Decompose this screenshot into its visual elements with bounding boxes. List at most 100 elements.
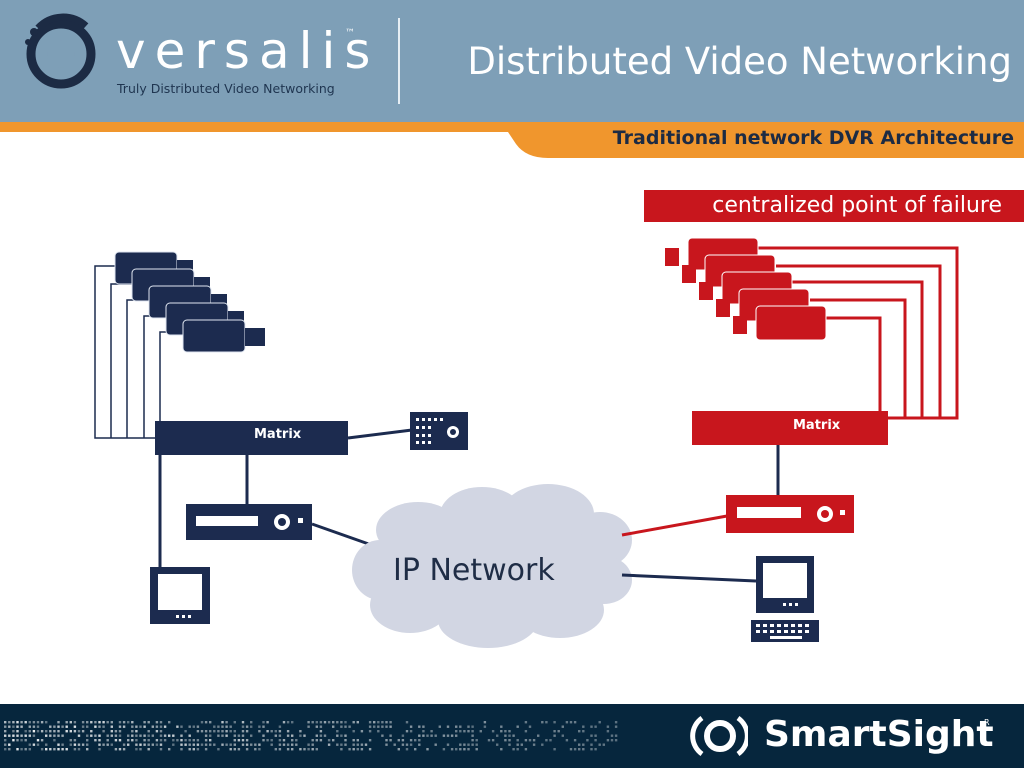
footer-dot xyxy=(299,734,302,737)
header-band: versalis ™ Truly Distributed Video Netwo… xyxy=(0,0,1024,122)
footer-dot xyxy=(516,743,519,746)
footer-dot xyxy=(315,734,318,737)
footer-dot xyxy=(422,734,425,737)
footer-dot xyxy=(266,739,269,742)
footer-dot xyxy=(143,721,146,724)
footer-dot xyxy=(614,725,618,728)
footer-dot xyxy=(118,748,122,751)
footer-dot xyxy=(139,743,142,746)
footer-dot xyxy=(135,748,138,751)
footer-dot xyxy=(340,734,343,737)
footer-dot xyxy=(344,739,347,742)
footer-dot xyxy=(188,725,191,728)
footer-dot xyxy=(143,734,146,737)
footer-dot xyxy=(118,734,122,737)
footer-dot xyxy=(217,734,220,737)
footer-dot xyxy=(332,725,335,728)
footer-dot xyxy=(98,743,101,746)
footer-dot xyxy=(250,743,253,746)
footer-dot xyxy=(155,725,159,728)
footer-dot xyxy=(368,730,372,733)
footer-dot xyxy=(213,743,216,746)
footer-dot xyxy=(151,743,154,746)
footer-dot xyxy=(303,748,306,751)
footer-dot xyxy=(90,734,93,737)
footer-dot xyxy=(77,730,81,733)
footer-dot xyxy=(184,730,187,733)
footer-dot xyxy=(299,748,302,751)
footer-dot xyxy=(213,730,216,733)
footer-dot xyxy=(442,748,446,751)
footer-dot xyxy=(541,743,544,746)
footer-dot xyxy=(237,748,241,751)
footer-dot xyxy=(442,734,446,737)
footer-dot xyxy=(336,721,339,724)
footer-dot xyxy=(159,734,163,737)
footer-dot xyxy=(467,748,470,751)
footer-dot xyxy=(553,721,556,724)
footer-dot xyxy=(53,725,56,728)
footer-dot xyxy=(86,748,89,751)
footer-dot xyxy=(344,721,347,724)
footer-dot xyxy=(131,734,134,737)
footer-dot xyxy=(131,725,134,728)
footer-dot xyxy=(418,725,421,728)
footer-dot xyxy=(594,739,597,742)
footer-dot xyxy=(135,725,138,728)
footer-dot xyxy=(188,739,191,742)
footer-dot xyxy=(352,739,355,742)
footer-dot xyxy=(352,748,355,751)
footer-dot xyxy=(241,721,245,724)
footer-dot xyxy=(524,730,528,733)
footer-dot xyxy=(69,721,72,724)
footer-dot xyxy=(262,721,265,724)
footer-dot xyxy=(385,739,388,742)
footer-dot xyxy=(102,721,105,724)
footer-dot xyxy=(405,748,409,751)
footer-dot xyxy=(90,721,93,724)
footer-dot xyxy=(356,748,359,751)
footer-dot xyxy=(262,734,265,737)
footer-dot xyxy=(114,734,118,737)
footer-dot xyxy=(225,721,228,724)
footer-dot xyxy=(16,748,19,751)
footer-dot xyxy=(110,730,113,733)
footer-dot xyxy=(24,721,27,724)
footer-dot xyxy=(582,748,585,751)
footer-dot xyxy=(168,734,171,737)
footer-dot xyxy=(471,739,474,742)
footer-dot xyxy=(471,734,474,737)
footer-dot xyxy=(184,739,187,742)
footer-dot xyxy=(200,721,204,724)
footer-dot xyxy=(286,721,290,724)
footer-dot xyxy=(188,734,191,737)
footer-dot xyxy=(204,730,208,733)
footer-dot xyxy=(291,734,294,737)
footer-dot xyxy=(356,721,359,724)
footer-dot xyxy=(389,734,392,737)
footer-dot xyxy=(377,725,380,728)
footer-dot xyxy=(196,730,200,733)
footer-dot xyxy=(319,721,323,724)
footer-dot xyxy=(418,739,421,742)
footer-dot xyxy=(8,734,11,737)
footer-dot xyxy=(286,743,290,746)
footer-dot xyxy=(221,734,224,737)
footer-dot xyxy=(463,743,466,746)
footer-dot xyxy=(12,730,15,733)
footer-dot xyxy=(278,748,282,751)
footer-dot xyxy=(569,748,573,751)
footer-dot xyxy=(139,734,142,737)
right-matrix-label: Matrix xyxy=(793,418,841,433)
footer-dot xyxy=(20,725,23,728)
footer-dot xyxy=(532,739,536,742)
footer-dot xyxy=(57,730,60,733)
footer-dot xyxy=(40,730,44,733)
footer-dot xyxy=(385,721,388,724)
footer-dot xyxy=(77,743,81,746)
footer-dot xyxy=(594,734,597,737)
footer-dot xyxy=(307,748,310,751)
dvr-recorder-icon xyxy=(726,495,854,533)
footer-dot xyxy=(4,721,7,724)
footer-dot xyxy=(241,730,245,733)
